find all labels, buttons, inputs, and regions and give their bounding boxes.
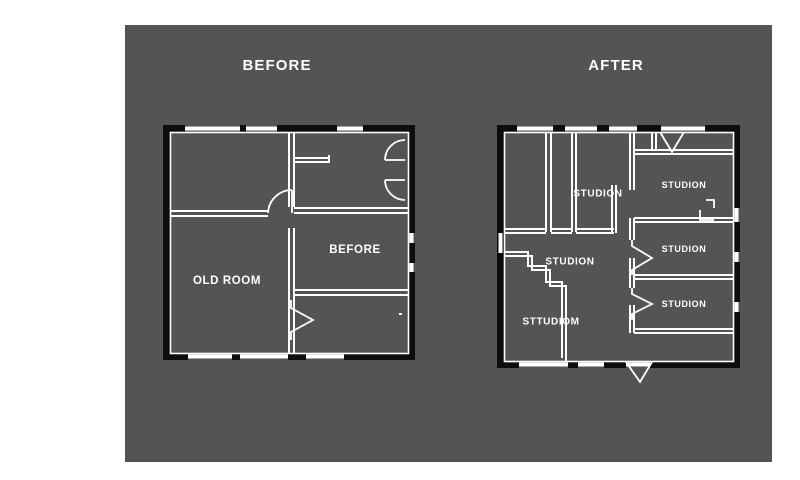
- before-wall-inner-lines: [169, 126, 414, 359]
- room-label: STUDION: [661, 180, 707, 190]
- room-label: BEFORE: [329, 244, 381, 256]
- before-plan-heading: BEFORE: [242, 57, 312, 74]
- room-label: STUDION: [661, 299, 707, 309]
- room-label: STUDION: [661, 244, 707, 254]
- after-wall-inner-lines: [498, 126, 739, 367]
- before-detail-ticks: [399, 313, 402, 315]
- before-interior-walls: [170, 132, 408, 353]
- room-label: STUDION: [573, 188, 623, 200]
- after-doors: [625, 131, 715, 384]
- after-interior-walls: [504, 132, 733, 361]
- after-plan-heading: AFTER: [588, 57, 644, 74]
- room-label: STUDION: [545, 256, 595, 268]
- before-exterior-walls: [163, 125, 415, 360]
- before-doors: [267, 139, 406, 340]
- room-label: STTUDIOM: [522, 316, 580, 328]
- room-label: OLD ROOM: [192, 275, 262, 287]
- floorplan-canvas: [125, 25, 772, 462]
